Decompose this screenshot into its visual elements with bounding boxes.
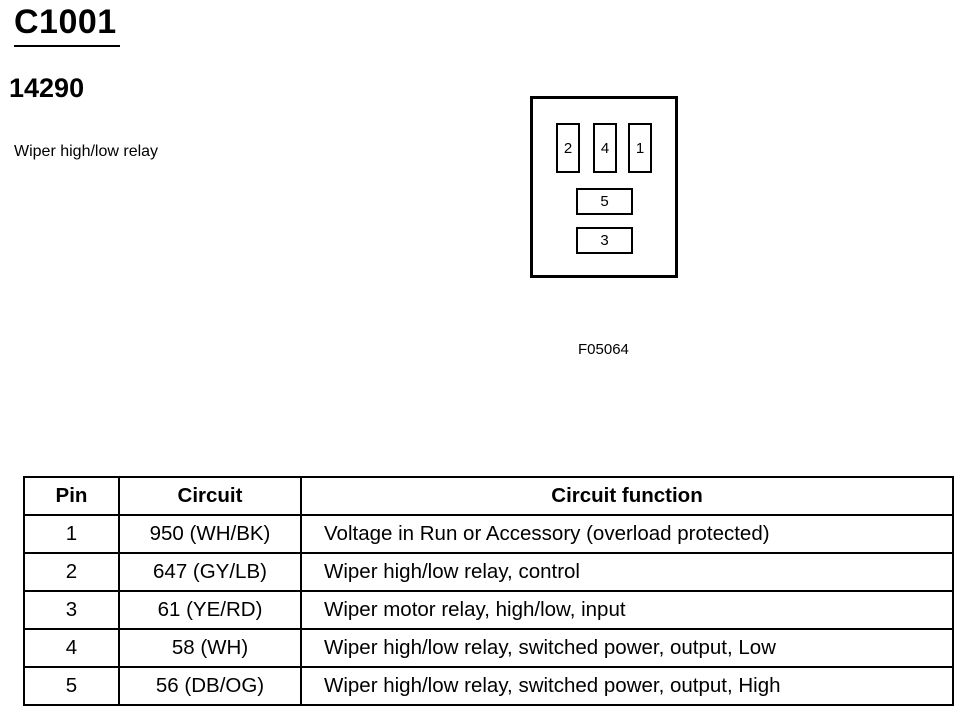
circuit-cell: 56 (DB/OG) bbox=[118, 666, 302, 706]
circuit-cell: 647 (GY/LB) bbox=[118, 552, 302, 592]
table-row: 3 61 (YE/RD) Wiper motor relay, high/low… bbox=[23, 590, 954, 630]
header-pin: Pin bbox=[23, 476, 120, 516]
table-row: 2 647 (GY/LB) Wiper high/low relay, cont… bbox=[23, 552, 954, 592]
pin-cell: 5 bbox=[23, 666, 120, 706]
figure-id: F05064 bbox=[578, 341, 629, 358]
connector-face-diagram: 2 4 1 5 3 bbox=[530, 96, 678, 278]
circuit-cell: 950 (WH/BK) bbox=[118, 514, 302, 554]
pin-cavity: 5 bbox=[576, 188, 633, 215]
header-circuit-function: Circuit function bbox=[300, 476, 954, 516]
pin-cavity: 3 bbox=[576, 227, 633, 254]
pin-cell: 1 bbox=[23, 514, 120, 554]
connector-id: C1001 bbox=[14, 3, 117, 41]
table-row: 5 56 (DB/OG) Wiper high/low relay, switc… bbox=[23, 666, 954, 706]
function-cell: Wiper high/low relay, control bbox=[300, 552, 954, 592]
header-circuit: Circuit bbox=[118, 476, 302, 516]
pin-cell: 2 bbox=[23, 552, 120, 592]
circuit-cell: 58 (WH) bbox=[118, 628, 302, 668]
connector-id-underline bbox=[14, 45, 120, 47]
function-cell: Wiper motor relay, high/low, input bbox=[300, 590, 954, 630]
pin-cavity: 1 bbox=[628, 123, 652, 173]
function-cell: Voltage in Run or Accessory (overload pr… bbox=[300, 514, 954, 554]
function-cell: Wiper high/low relay, switched power, ou… bbox=[300, 666, 954, 706]
table-row: 1 950 (WH/BK) Voltage in Run or Accessor… bbox=[23, 514, 954, 554]
function-cell: Wiper high/low relay, switched power, ou… bbox=[300, 628, 954, 668]
circuit-cell: 61 (YE/RD) bbox=[118, 590, 302, 630]
pin-cell: 3 bbox=[23, 590, 120, 630]
pin-cell: 4 bbox=[23, 628, 120, 668]
pin-cavity: 2 bbox=[556, 123, 580, 173]
table-header-row: Pin Circuit Circuit function bbox=[23, 476, 954, 516]
pinout-table: Pin Circuit Circuit function 1 950 (WH/B… bbox=[23, 476, 954, 706]
connector-description: Wiper high/low relay bbox=[14, 143, 159, 160]
part-number: 14290 bbox=[9, 73, 85, 103]
table-row: 4 58 (WH) Wiper high/low relay, switched… bbox=[23, 628, 954, 668]
pin-cavity: 4 bbox=[593, 123, 617, 173]
